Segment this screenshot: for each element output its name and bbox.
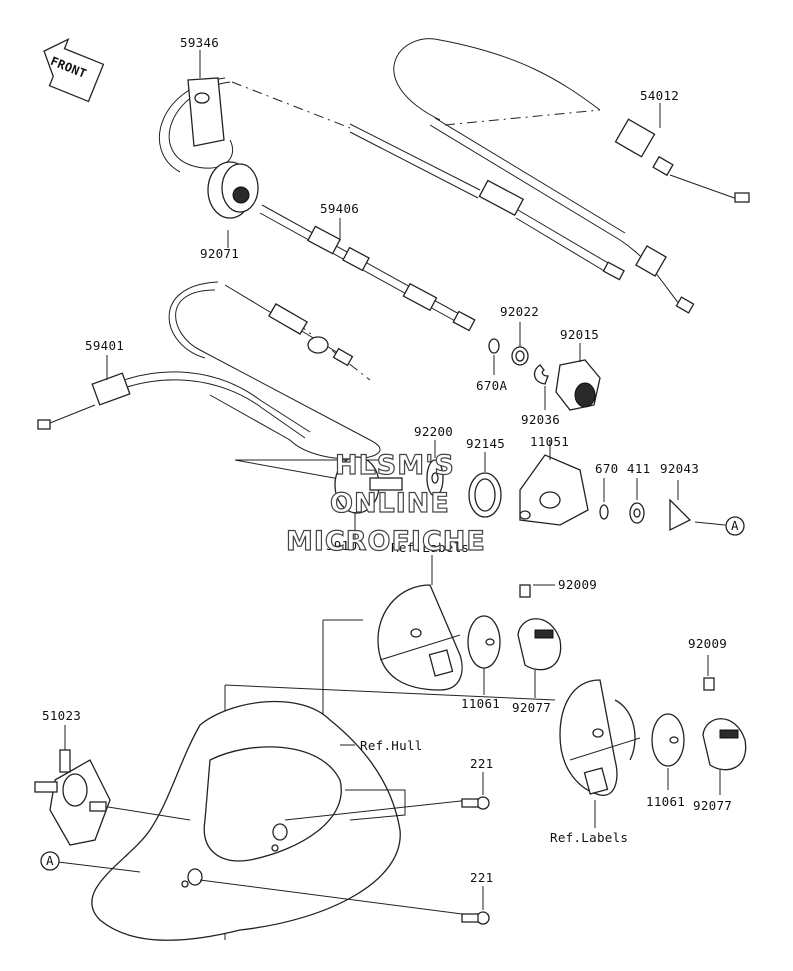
label-92145: 92145 [466, 436, 505, 451]
watermark: HLSM'S ONLINE MICROFICHE [285, 449, 486, 557]
lever-assembly [234, 440, 745, 540]
cable-54012 [393, 38, 750, 314]
label-ref-labels-2: Ref.Labels [550, 830, 628, 845]
label-92200: 92200 [414, 424, 453, 439]
label-92015: 92015 [560, 327, 599, 342]
screw-221-a [476, 796, 490, 810]
label-59401: 59401 [85, 338, 124, 353]
label-92009-b: 92009 [688, 636, 727, 651]
grommet-92071 [207, 161, 259, 248]
front-arrow-icon: FRONT [43, 37, 105, 103]
washer-11061-b [651, 713, 685, 767]
hull-reference [91, 684, 556, 941]
label-92036: 92036 [521, 412, 560, 427]
label-92071: 92071 [200, 246, 239, 261]
oring-670 [599, 504, 609, 520]
label-59101: 59101 [326, 538, 365, 553]
watermark-line1: HLSM'S [335, 450, 455, 481]
cable-59406 [259, 204, 476, 332]
label-670: 670 [595, 461, 618, 476]
label-411: 411 [627, 461, 650, 476]
label-92022: 92022 [500, 304, 539, 319]
ref-label-disc-1 [377, 584, 463, 691]
watermark-line3: MICROFICHE [286, 526, 486, 557]
label-92009-a: 92009 [558, 577, 597, 592]
label-51023: 51023 [42, 708, 81, 723]
callout-a-right-label: A [731, 518, 739, 533]
nut-92015 [555, 343, 601, 411]
label-11051: 11051 [530, 434, 569, 449]
label-92077-b: 92077 [693, 798, 732, 813]
label-221-b: 221 [470, 870, 493, 885]
label-group-1 [322, 555, 562, 840]
ref-label-disc-2 [559, 679, 618, 796]
washer-11061-a [467, 615, 501, 669]
small-parts [488, 322, 601, 411]
label-ref-hull: Ref.Hull [360, 738, 423, 753]
label-670A: 670A [476, 378, 507, 393]
callout-a-right [725, 516, 745, 536]
label-11061-b: 11061 [646, 794, 685, 809]
label-59406: 59406 [320, 201, 359, 216]
label-11061-a: 11061 [461, 696, 500, 711]
screw-221-b [476, 911, 490, 925]
fuel-valve-51023 [34, 725, 191, 873]
label-group-2 [559, 655, 747, 828]
knob-92077-a [517, 618, 562, 671]
label-92077-a: 92077 [512, 700, 551, 715]
plate-11051 [519, 454, 589, 526]
label-92043: 92043 [660, 461, 699, 476]
knob-92077-b [702, 718, 747, 771]
callout-a-left-label: A [46, 853, 54, 868]
callout-a-left [40, 851, 60, 871]
cable-59401 [37, 281, 381, 460]
oring-670A [488, 338, 500, 354]
clip-59346 [187, 50, 225, 147]
watermark-line2: ONLINE [330, 488, 450, 519]
pin-92043 [669, 498, 692, 532]
label-ref-labels-1: Ref.Labels [391, 540, 469, 555]
label-54012: 54012 [640, 88, 679, 103]
label-59346: 59346 [180, 35, 219, 50]
label-221-a: 221 [470, 756, 493, 771]
washer-92036 [533, 364, 549, 385]
